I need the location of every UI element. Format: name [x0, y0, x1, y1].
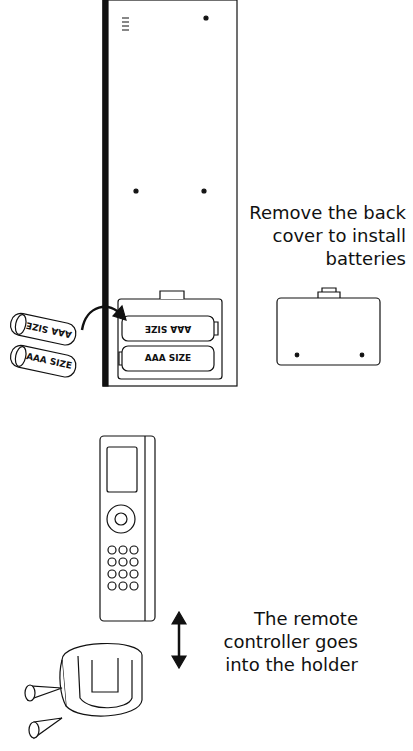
nav-pad [107, 505, 135, 533]
key-button [130, 570, 138, 578]
key-button [108, 582, 116, 590]
screw [25, 685, 62, 738]
double-arrow [178, 622, 181, 658]
remote-screen [107, 447, 137, 492]
battery-cover [277, 298, 380, 365]
curved-arrow [82, 307, 122, 330]
key-button [130, 582, 138, 590]
remote-edge [103, 0, 108, 386]
remote-front [100, 436, 155, 621]
key-button [108, 558, 116, 566]
key-button [119, 546, 127, 554]
key-button [130, 546, 138, 554]
instruction-text: Remove the back cover to install batteri… [222, 201, 406, 270]
loose-battery [9, 344, 78, 379]
key-button [119, 582, 127, 590]
key-button [130, 558, 138, 566]
battery-compartment [118, 299, 222, 379]
wall-holder [60, 644, 142, 717]
key-button [108, 570, 116, 578]
loose-battery [9, 312, 78, 347]
instruction-text: The remote controller goes into the hold… [196, 607, 358, 676]
key-button [119, 570, 127, 578]
key-button [108, 546, 116, 554]
remote-back [103, 0, 237, 386]
vent-marks [122, 18, 129, 30]
battery [122, 346, 214, 371]
key-button [119, 558, 127, 566]
keypad [108, 546, 138, 590]
battery-label: AAA SIZE [126, 353, 210, 364]
battery [122, 316, 214, 341]
battery-label: AAA SIZE [126, 323, 210, 334]
